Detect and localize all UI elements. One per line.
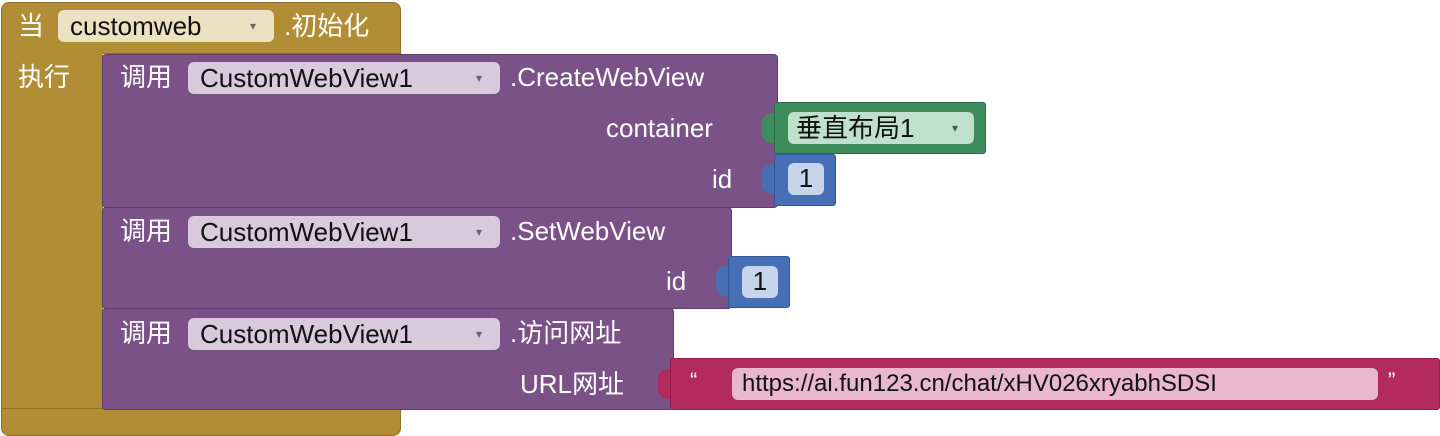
event-block-side <box>1 52 103 414</box>
param-label-id: id <box>666 266 687 296</box>
event-keyword-do: 执行 <box>18 62 71 92</box>
quote-open: “ <box>690 368 698 393</box>
chevron-down-icon: ▾ <box>475 327 482 341</box>
method-name: .访问网址 <box>510 318 622 348</box>
event-component-label: customweb <box>70 11 202 41</box>
chevron-down-icon: ▾ <box>475 71 482 85</box>
number-field[interactable]: 1 <box>742 266 778 298</box>
component-value-label: 垂直布局1 <box>796 113 915 143</box>
url-text-field[interactable]: https://ai.fun123.cn/chat/xHV026xryabhSD… <box>732 368 1378 400</box>
param-label-url: URL网址 <box>520 369 625 399</box>
method-component-dropdown[interactable]: CustomWebView1 ▾ <box>188 216 500 248</box>
chevron-down-icon: ▾ <box>249 19 256 33</box>
method-component-dropdown[interactable]: CustomWebView1 ▾ <box>188 62 500 94</box>
method-keyword: 调用 <box>120 62 173 92</box>
quote-close: ” <box>1388 368 1396 393</box>
method-keyword: 调用 <box>120 318 173 348</box>
method-name: .CreateWebView <box>510 62 705 92</box>
chevron-down-icon: ▾ <box>951 121 958 135</box>
method-name: .SetWebView <box>510 216 666 246</box>
socket-connector <box>716 266 730 296</box>
socket-connector <box>762 164 776 194</box>
method-keyword: 调用 <box>120 216 173 246</box>
param-label-id: id <box>712 164 733 194</box>
number-field[interactable]: 1 <box>788 163 824 195</box>
method-component-dropdown[interactable]: CustomWebView1 ▾ <box>188 318 500 350</box>
event-block-footer[interactable] <box>1 408 401 436</box>
method-component-label: CustomWebView1 <box>200 217 413 247</box>
component-value-dropdown[interactable]: 垂直布局1 ▾ <box>788 112 974 144</box>
event-keyword-when: 当 <box>18 11 45 41</box>
event-name: .初始化 <box>284 11 370 41</box>
event-component-dropdown[interactable]: customweb ▾ <box>58 10 274 42</box>
param-label-container: container <box>606 113 713 143</box>
socket-connector <box>658 369 672 399</box>
method-component-label: CustomWebView1 <box>200 63 413 93</box>
socket-connector <box>762 113 776 143</box>
chevron-down-icon: ▾ <box>475 225 482 239</box>
method-component-label: CustomWebView1 <box>200 319 413 349</box>
